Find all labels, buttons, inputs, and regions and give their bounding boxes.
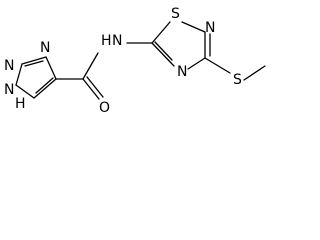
thiadiazole-s-label: S [171, 6, 180, 22]
triazole-ring [15, 56, 57, 99]
bond-c5-n1 [15, 63, 23, 86]
molecule-canvas: N N N H N H O S N N S [0, 0, 302, 127]
triazole-nh-h-label: H [15, 96, 26, 112]
molecule-structure: N N N H N H O S N N S [4, 6, 266, 116]
bond-n4-c5 [21, 56, 47, 65]
bond-c3-s [204, 57, 231, 74]
bond-carbonyl-o [82, 78, 100, 100]
bond-n1-n2 [15, 84, 35, 99]
bond-c5-s1 [151, 21, 171, 44]
bond-n4-c5 [151, 42, 175, 67]
bond-n2-c3 [33, 78, 57, 99]
amide-group [55, 42, 153, 100]
thioether-s-label: S [233, 72, 242, 88]
bond-carbonyl-o-double [86, 76, 104, 98]
bond-n4-c5-double [154, 41, 173, 61]
triazole-n-top-label: N [40, 40, 50, 56]
bond-s1-n2 [181, 21, 206, 33]
bond-n4-c5-double [24, 60, 44, 67]
amide-h-label: H [101, 33, 112, 49]
thiadiazole-ring [151, 21, 211, 70]
bond-carbonyl-nh [82, 52, 99, 80]
triazole-n-left2-label: N [4, 82, 14, 98]
bond-s-methyl [243, 65, 266, 81]
bond-c3-n4 [45, 56, 57, 80]
methylthio-group [204, 57, 266, 81]
amide-n-label: N [112, 33, 122, 49]
thiadiazole-n-bottom-label: N [177, 64, 187, 80]
bond-c3-n4 [187, 57, 206, 70]
triazole-n-left1-label: N [4, 58, 14, 74]
carbonyl-o-label: O [99, 100, 110, 116]
thiadiazole-n-right-label: N [205, 20, 215, 36]
bond-n2-c3-double [35, 77, 54, 94]
